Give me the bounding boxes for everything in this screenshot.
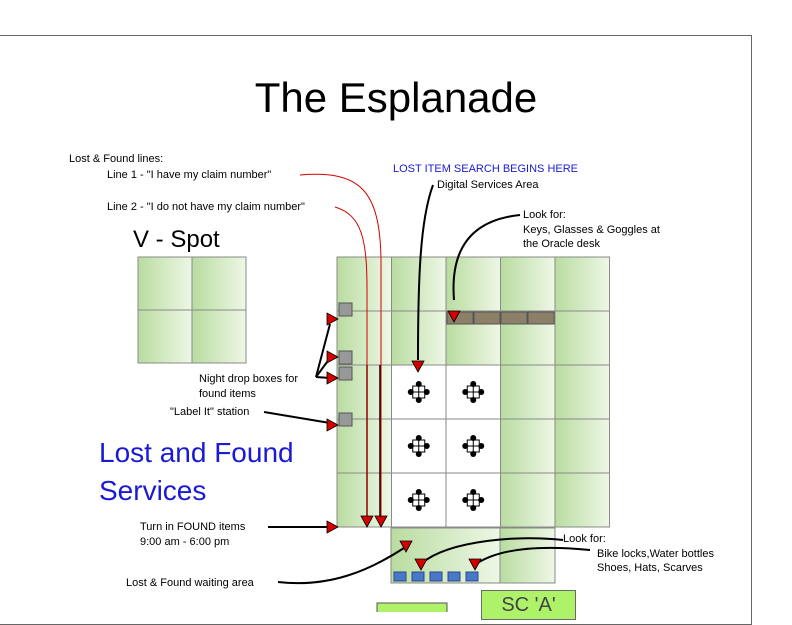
red-arrowhead	[360, 515, 374, 528]
red-arrowhead	[326, 312, 339, 326]
kiosk-icon	[462, 489, 485, 511]
grid-tile	[554, 310, 610, 366]
look-for-1-items-b: the Oracle desk	[523, 238, 601, 250]
grid-tile	[336, 256, 392, 312]
red-arrowhead	[326, 418, 339, 432]
night-drop-label-b: found items	[199, 388, 256, 400]
grid-tile	[500, 418, 556, 474]
look-for-2-label: Look for:	[563, 533, 606, 545]
red-arrowhead	[326, 371, 339, 385]
turn-in-label-b: 9:00 am - 6:00 pm	[140, 536, 230, 548]
lost-and-found-title-a: Lost and Found	[99, 437, 294, 468]
kiosk-icon	[407, 381, 430, 403]
digital-services-label: Digital Services Area	[437, 179, 539, 191]
label-it-label: "Label It" station	[170, 406, 250, 418]
drop-boxes	[338, 302, 353, 427]
v-spot-label: V - Spot	[133, 226, 220, 253]
red-arrowhead	[399, 540, 413, 553]
grid-tile	[500, 256, 556, 312]
lost-and-found-title-b: Services	[99, 475, 207, 506]
waiting-seats	[393, 571, 479, 582]
esplanade-diagram	[137, 173, 610, 612]
waiting-area-label: Lost & Found waiting area	[126, 577, 254, 589]
look-for-2-items-a: Bike locks,Water bottles	[597, 548, 714, 560]
service-tiles	[391, 364, 501, 528]
look-for-2-items-b: Shoes, Hats, Scarves	[597, 562, 703, 574]
line-2-label: Line 2 - "I do not have my claim number"	[107, 201, 305, 213]
page-title: The Esplanade	[254, 74, 538, 121]
sc-connector	[376, 602, 448, 612]
look-for-1-label: Look for:	[523, 209, 566, 221]
red-arrowheads	[326, 310, 482, 571]
red-arrowhead	[414, 558, 428, 571]
v-spot-tiles	[137, 256, 247, 364]
grid-tile	[554, 418, 610, 474]
grid-tile	[554, 364, 610, 420]
grid-tile	[554, 256, 610, 312]
red-arrowhead	[447, 310, 461, 323]
kiosk-icon	[462, 381, 485, 403]
line-1-label: Line 1 - "I have my claim number"	[107, 169, 272, 181]
red-arrowhead	[326, 350, 339, 364]
grid-tile	[554, 472, 610, 528]
oracle-desk	[446, 311, 555, 325]
kiosk-icon	[407, 435, 430, 457]
kiosk-icon	[407, 489, 430, 511]
grid-tile	[336, 418, 392, 474]
grid-tile	[500, 364, 556, 420]
look-for-1-items-a: Keys, Glasses & Goggles at	[523, 224, 660, 236]
red-arrowhead	[326, 520, 339, 534]
search-begins-label: LOST ITEM SEARCH BEGINS HERE	[393, 163, 579, 175]
turn-in-label-a: Turn in FOUND items	[140, 521, 246, 533]
waiting-area-strip-right	[499, 527, 556, 584]
red-arrowhead	[374, 515, 388, 528]
sc-a-box: SC 'A'	[481, 590, 576, 620]
red-arrowhead	[411, 360, 425, 373]
red-arrowhead	[468, 558, 482, 571]
kiosk-icon	[462, 435, 485, 457]
lost-found-lines-heading: Lost & Found lines:	[69, 153, 164, 165]
waiting-area-strip	[390, 527, 501, 584]
callout-lines	[263, 184, 591, 585]
line-connectors	[299, 173, 382, 516]
grid-tile	[500, 472, 556, 528]
night-drop-label-a: Night drop boxes for	[199, 373, 299, 385]
